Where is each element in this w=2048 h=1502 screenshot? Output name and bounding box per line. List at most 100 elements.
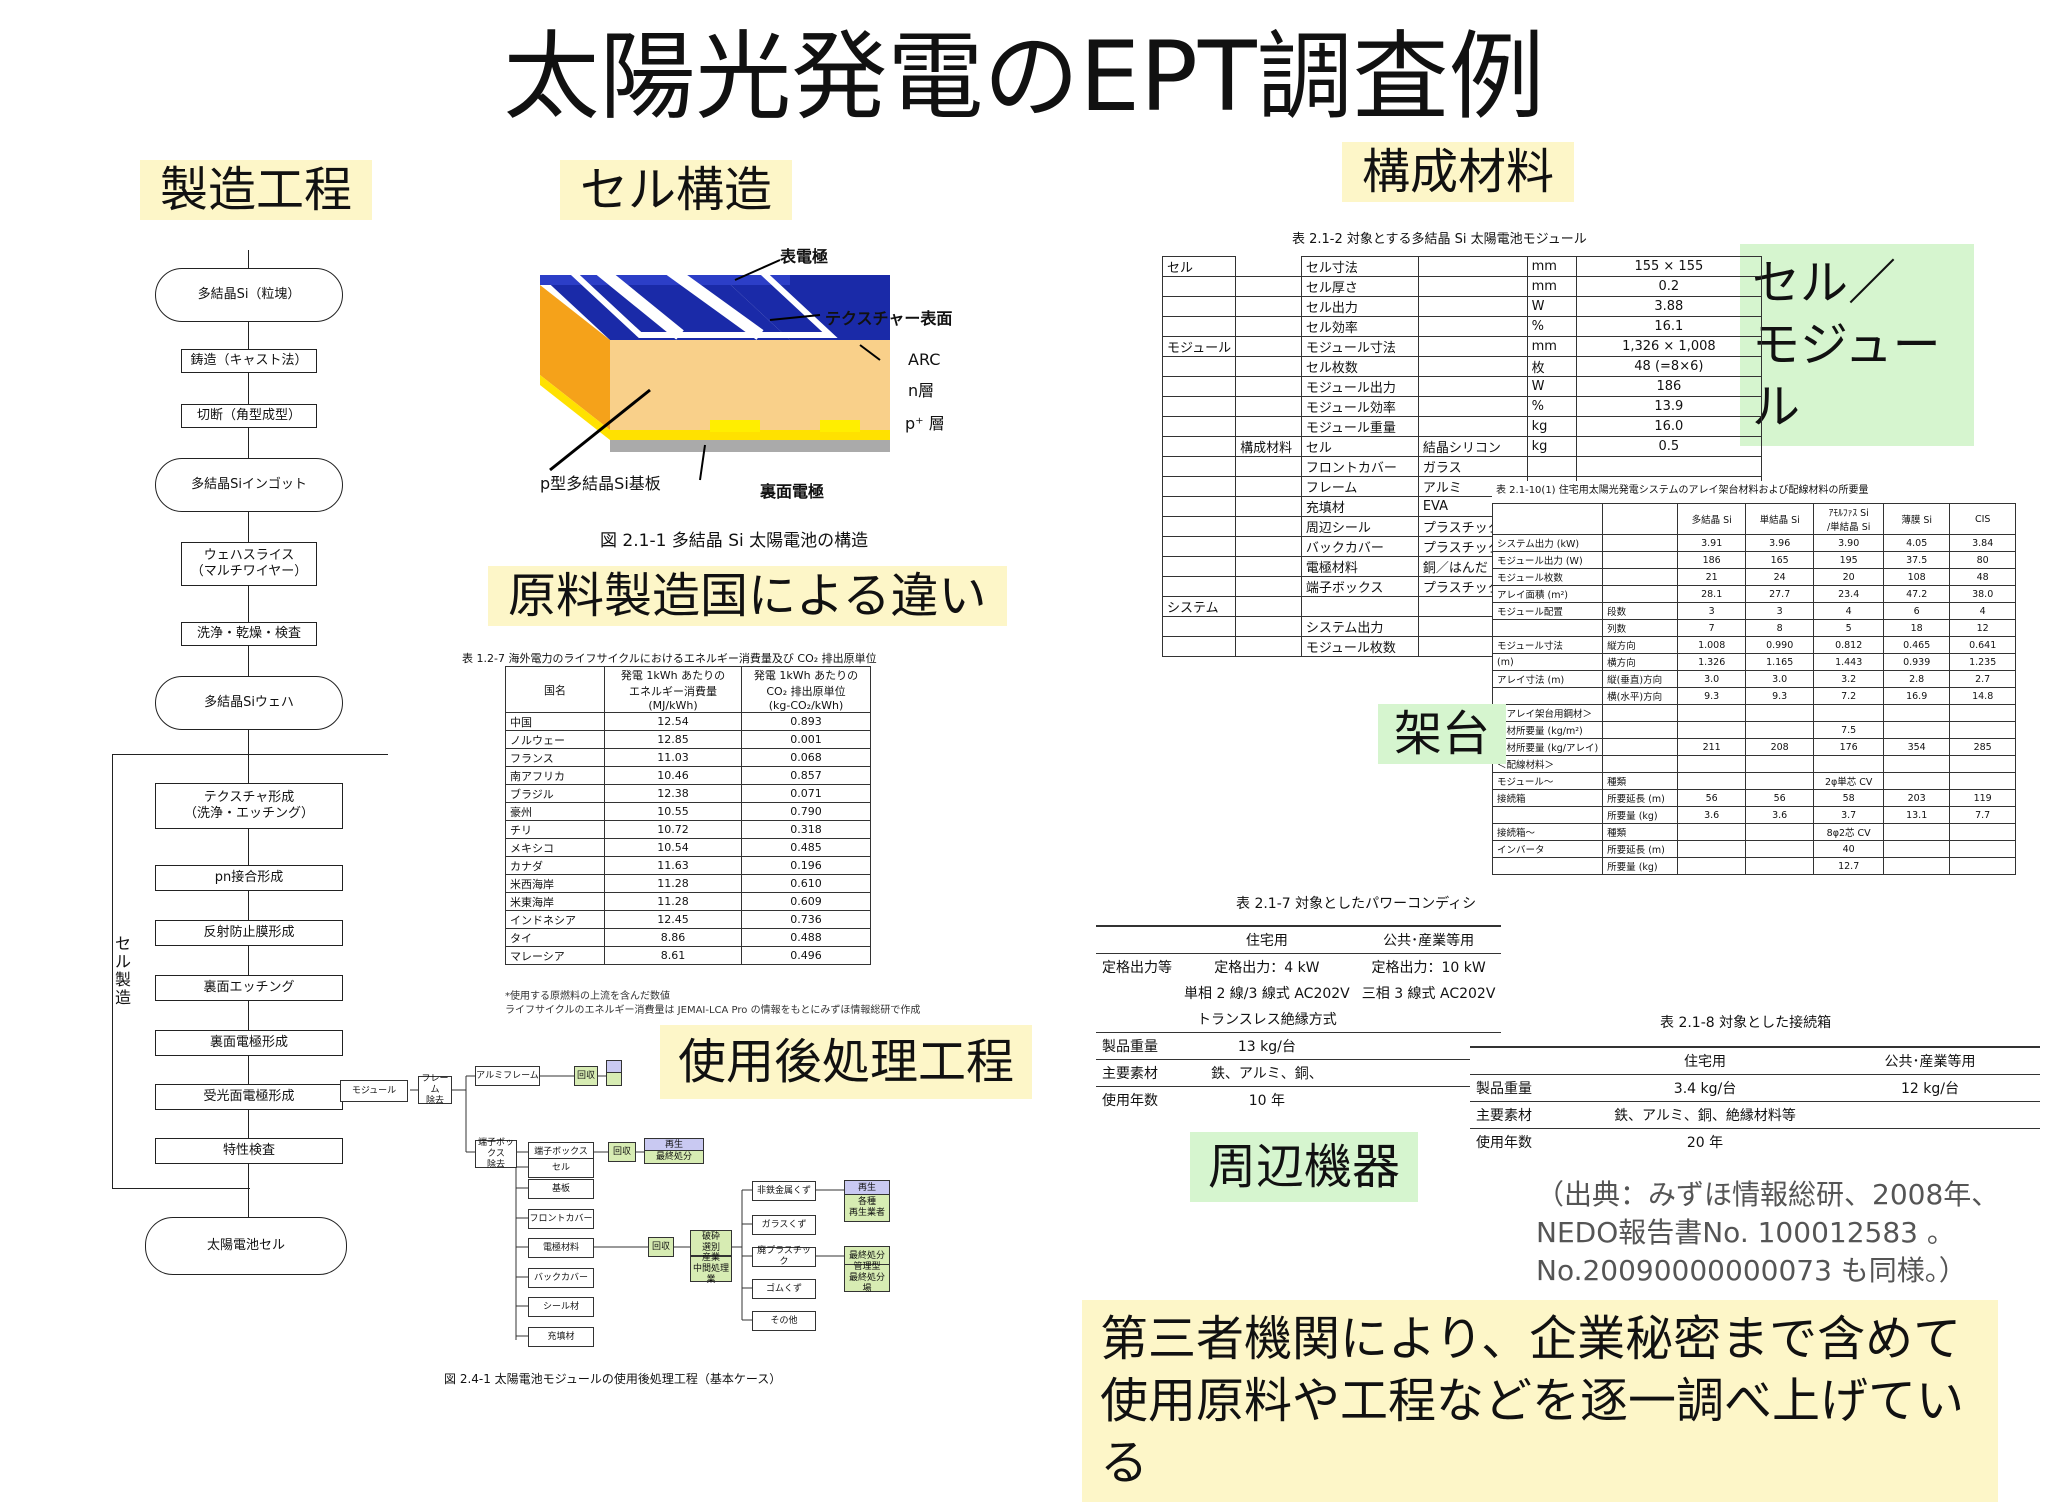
flow-step-slicing: ウェハスライス （マルチワイヤー）	[181, 542, 317, 586]
array-cell: 8	[1745, 619, 1815, 637]
energy-table-caption: 表 1.2-7 海外電力のライフサイクルにおけるエネルギー消費量及び CO₂ 排…	[462, 652, 877, 665]
module-cell	[1575, 456, 1763, 477]
module-cell: 186	[1575, 376, 1763, 397]
junction_table-cell: 主要素材	[1476, 1108, 1532, 1124]
module-cell	[1417, 396, 1528, 417]
array-cell	[1491, 687, 1604, 705]
module-cell	[1235, 336, 1302, 357]
pcs_table-cell: 三相 3 線式 AC202V	[1361, 986, 1496, 1002]
module-cell: 端子ボックス	[1300, 576, 1419, 597]
cell-label-texture: テクスチャー表面	[825, 309, 953, 328]
array-cell	[1602, 585, 1679, 603]
module-cell: セル	[1161, 256, 1237, 277]
array-cell	[1949, 840, 2017, 858]
energy-table: 国名 発電 1kWh あたりの エネルギー消費量 (MJ/kWh) 発電 1kW…	[505, 666, 871, 965]
array-header-cell: CIS	[1949, 503, 2017, 535]
energy-cell-country: ノルウェー	[505, 730, 605, 749]
array-cell	[1602, 721, 1679, 739]
array-cell: 203	[1883, 789, 1951, 807]
module-cell	[1417, 316, 1528, 337]
disposal-part: フロントカバー	[528, 1209, 594, 1229]
array-cell: 208	[1745, 738, 1815, 756]
array-cell	[1883, 857, 1951, 875]
array-cell: 40	[1813, 840, 1885, 858]
module-cell	[1417, 296, 1528, 317]
pcs_table-cell	[1096, 980, 1178, 1006]
module-cell	[1417, 356, 1528, 377]
flow-step-back-etching: 裏面エッチング	[155, 975, 343, 1001]
module-cell	[1235, 576, 1302, 597]
module-cell: 充填材	[1300, 496, 1419, 517]
array-cell	[1949, 721, 2017, 739]
label-cell-module: セル／ モジュール	[1740, 244, 1974, 446]
pcs_table-cell: 13 kg/台	[1237, 1039, 1296, 1055]
module-cell: モジュール重量	[1300, 416, 1419, 437]
array-cell: 3.91	[1677, 534, 1747, 552]
module-cell	[1235, 356, 1302, 377]
array-cell: 7.5	[1813, 721, 1885, 739]
module-cell	[1417, 276, 1528, 297]
disposal-alu-frame: アルミフレーム	[475, 1066, 540, 1086]
array-cell: 38.0	[1949, 585, 2017, 603]
array-cell: 種類	[1602, 772, 1679, 790]
array-row: 鋼材所要量 (kg/m²)7.5	[1491, 721, 2017, 739]
label-cell-structure: セル構造	[560, 160, 793, 220]
array-cell	[1677, 704, 1747, 722]
array-cell: 3.96	[1745, 534, 1815, 552]
energy-cell-energy: 12.54	[604, 712, 742, 731]
array-cell: 80	[1949, 551, 2017, 569]
array-header-cell: 多結晶 Si	[1677, 503, 1747, 535]
pcs_table-cell	[1356, 1006, 1502, 1033]
energy-cell-co2: 0.318	[741, 820, 871, 839]
cell-label-n-layer: n層	[908, 381, 935, 400]
cell-structure-svg	[540, 259, 890, 481]
array-cell: 58	[1813, 789, 1885, 807]
disposal-module: モジュール	[340, 1080, 408, 1102]
energy-cell-co2: 0.609	[741, 892, 871, 911]
array-cell: 23.4	[1813, 585, 1885, 603]
citation: （出典：みずほ情報総研、2008年、 NEDO報告書No. 100012583 …	[1536, 1176, 1999, 1290]
array-cell: 1.443	[1813, 653, 1885, 671]
label-peripheral: 周辺機器	[1190, 1132, 1419, 1202]
array-cell: 鋼材所要量 (kg/アレイ)	[1491, 738, 1604, 756]
energy-cell-country: カナダ	[505, 856, 605, 875]
module-cell	[1235, 256, 1302, 277]
cell-label-back-electrode: 裏面電極	[760, 482, 825, 501]
energy-cell-energy: 11.28	[604, 892, 742, 911]
module-cell	[1235, 456, 1302, 477]
array-cell	[1949, 772, 2017, 790]
array-cell: 横方向	[1602, 653, 1679, 671]
module-cell	[1235, 556, 1302, 577]
pcs_table-row: 主要素材鉄、アルミ、銅、	[1096, 1059, 1502, 1087]
module-cell: フレーム	[1300, 476, 1419, 497]
module-cell: フロントカバー	[1300, 456, 1419, 477]
energy-cell-co2: 0.610	[741, 874, 871, 893]
junction_table-header-cell	[1470, 1047, 1590, 1075]
module-cell	[1235, 516, 1302, 537]
array-cell: 2φ単芯 CV	[1813, 772, 1885, 790]
disposal-recover-1: 回収	[574, 1066, 598, 1086]
array-cell	[1677, 823, 1747, 841]
array-cell: モジュール配置	[1491, 602, 1604, 620]
array-cell: 285	[1949, 738, 2017, 756]
module-cell	[1235, 376, 1302, 397]
array-cell: 3.84	[1949, 534, 2017, 552]
array-cell: 1.326	[1677, 653, 1747, 671]
module-cell: セル	[1300, 436, 1419, 457]
energy-cell-co2: 0.488	[741, 928, 871, 947]
array-cell	[1949, 704, 2017, 722]
pcs_table-cell: 定格出力：10 kW	[1371, 960, 1486, 976]
flow-step-front-electrode: 受光面電極形成	[155, 1084, 343, 1110]
array-cell	[1602, 551, 1679, 569]
